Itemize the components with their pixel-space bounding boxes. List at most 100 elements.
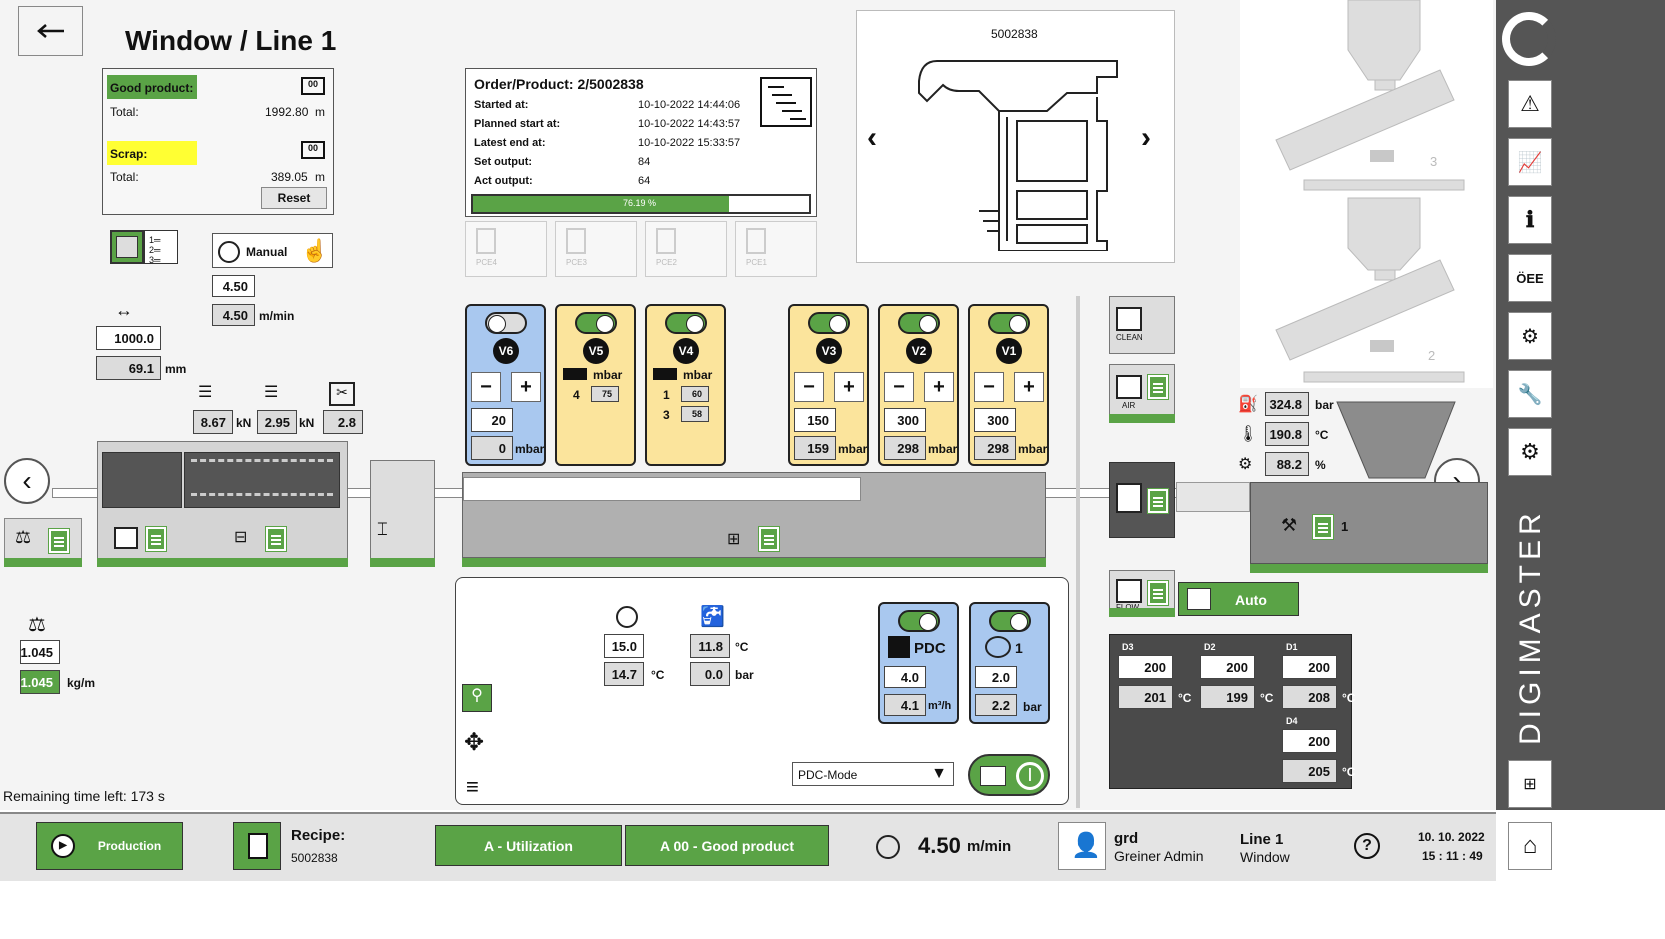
- trend-button[interactable]: 📈: [1508, 138, 1552, 186]
- auto-button[interactable]: Auto: [1178, 582, 1299, 616]
- document-icon[interactable]: [1147, 580, 1169, 606]
- d4-set-input[interactable]: 200: [1282, 729, 1337, 753]
- pdc-set-input[interactable]: 4.0: [884, 666, 926, 688]
- oee-button[interactable]: ÖEE: [1508, 254, 1552, 302]
- profile-next-button[interactable]: ›: [1141, 121, 1151, 154]
- vacuum-v3-set-input[interactable]: 150: [794, 408, 836, 432]
- weight-act-value: 1.045: [20, 670, 60, 694]
- recipe-button[interactable]: [233, 822, 281, 870]
- document-icon[interactable]: [265, 526, 287, 552]
- clean-unit[interactable]: CLEAN: [1109, 296, 1175, 354]
- pdc-toggle[interactable]: [898, 610, 940, 632]
- good-product-button[interactable]: A 00 - Good product: [625, 825, 829, 866]
- menu-icon[interactable]: ≡: [466, 774, 479, 799]
- help-button[interactable]: ?: [1354, 833, 1380, 859]
- vacuum-v1-panel: V1 − + 300 298 mbar: [968, 304, 1049, 466]
- pdc-power-button[interactable]: |: [968, 754, 1050, 796]
- good-total-value: 1992.80: [265, 105, 309, 119]
- gantt-icon[interactable]: [760, 77, 812, 127]
- machine-button[interactable]: ⚙: [1508, 312, 1552, 360]
- document-icon[interactable]: [1147, 488, 1169, 514]
- motor-icon: ⚙: [1238, 456, 1253, 473]
- air-label: AIR: [1122, 401, 1136, 410]
- vacuum-v2-set-input[interactable]: 300: [884, 408, 926, 432]
- vacuum-v4-toggle[interactable]: [665, 312, 707, 334]
- calibration-icon[interactable]: ⌶: [377, 519, 388, 539]
- vacuum-v2-toggle[interactable]: [898, 312, 940, 334]
- vacuum-v1-set-input[interactable]: 300: [974, 408, 1016, 432]
- document-icon[interactable]: [1147, 374, 1169, 400]
- recipe-label: Recipe:: [291, 827, 346, 844]
- settings-button[interactable]: ⚙: [1508, 428, 1552, 476]
- cooling-panel: 15.0 14.7 °C 🚰 11.8 °C 0.0 bar ⚲ ✥ ≡ PDC…: [455, 577, 1069, 805]
- vacuum-v1-act-value: 298: [974, 436, 1016, 460]
- press-icon: [566, 228, 586, 254]
- pce-button-pce2[interactable]: PCE2: [645, 221, 727, 277]
- document-icon[interactable]: [145, 526, 167, 552]
- back-button[interactable]: [18, 6, 83, 56]
- pce-button-pce1[interactable]: PCE1: [735, 221, 817, 277]
- vacuum-v6-minus[interactable]: −: [471, 372, 501, 402]
- speed-set-input[interactable]: 4.50: [212, 275, 255, 297]
- scrap-total-unit: m: [315, 170, 325, 184]
- vacuum-v6-toggle[interactable]: [485, 312, 527, 334]
- vacuum-v1-plus[interactable]: +: [1014, 372, 1044, 402]
- pump-set-input[interactable]: 2.0: [975, 666, 1017, 688]
- line-prev-button[interactable]: ‹: [4, 458, 50, 504]
- utilization-button[interactable]: A - Utilization: [435, 825, 622, 866]
- info-button[interactable]: ℹ: [1508, 196, 1552, 244]
- step-mode-button[interactable]: 1═2═3═: [144, 230, 178, 265]
- warning-button[interactable]: ⚠: [1508, 80, 1552, 128]
- machine-icon: ⚙: [1521, 325, 1539, 348]
- document-icon[interactable]: [758, 526, 780, 552]
- water-temp-set-input[interactable]: 15.0: [604, 634, 644, 658]
- pdc-mode-select[interactable]: PDC-Mode ▼: [792, 762, 954, 786]
- flow-icon: [1116, 579, 1142, 603]
- vacuum-v1-toggle[interactable]: [988, 312, 1030, 334]
- water-tap-button[interactable]: ⚲: [462, 684, 492, 712]
- service-button[interactable]: 🔧: [1508, 370, 1552, 418]
- vacuum-v2-plus[interactable]: +: [924, 372, 954, 402]
- extruder-icon[interactable]: ⚒: [1281, 515, 1298, 535]
- pump-toggle[interactable]: [989, 610, 1031, 632]
- good-total-label: Total:: [110, 105, 139, 119]
- d1-label: D1: [1286, 642, 1298, 652]
- order-row-label: Set output:: [474, 156, 533, 168]
- d2-set-input[interactable]: 200: [1200, 655, 1255, 679]
- force-1-value: 8.67: [193, 410, 233, 434]
- line-overview-button[interactable]: ⊞: [1508, 760, 1552, 808]
- vacuum-v6-plus[interactable]: +: [511, 372, 541, 402]
- document-icon[interactable]: [1312, 514, 1334, 540]
- user-icon: 👤: [1071, 832, 1101, 859]
- weight-set-input[interactable]: 1.045: [20, 640, 60, 664]
- extruder-number: 1: [1341, 519, 1349, 534]
- vacuum-v2-minus[interactable]: −: [884, 372, 914, 402]
- document-icon[interactable]: [48, 528, 70, 554]
- auto-mode-button[interactable]: [110, 230, 144, 264]
- d3-set-input[interactable]: 200: [1118, 655, 1173, 679]
- tank-icon[interactable]: ⊞: [727, 531, 741, 548]
- cut-length-set-input[interactable]: 1000.0: [96, 326, 161, 350]
- vacuum-v5-toggle[interactable]: [575, 312, 617, 334]
- production-button[interactable]: ▶ Production: [36, 822, 183, 870]
- extruder-status: [1250, 564, 1488, 573]
- vacuum-v1-minus[interactable]: −: [974, 372, 1004, 402]
- pce-button-pce4[interactable]: PCE4: [465, 221, 547, 277]
- manual-button[interactable]: Manual ☝: [212, 233, 333, 268]
- move-icon[interactable]: ✥: [464, 729, 485, 756]
- home-button[interactable]: ⌂: [1508, 822, 1552, 870]
- pce-button-pce3[interactable]: PCE3: [555, 221, 637, 277]
- vacuum-v3-plus[interactable]: +: [834, 372, 864, 402]
- profile-prev-button[interactable]: ‹: [867, 121, 877, 154]
- vacuum-v3-toggle[interactable]: [808, 312, 850, 334]
- user-button[interactable]: 👤: [1058, 822, 1106, 870]
- puller-icon[interactable]: ⊟: [234, 529, 248, 546]
- d1-set-input[interactable]: 200: [1282, 655, 1337, 679]
- vacuum-v6-set-input[interactable]: 20: [471, 408, 513, 432]
- speedometer-icon: [876, 835, 900, 859]
- vacuum-tank: ⊞: [462, 472, 1046, 558]
- reset-button[interactable]: Reset: [261, 187, 327, 209]
- saw-icon[interactable]: [114, 527, 138, 549]
- vacuum-v3-minus[interactable]: −: [794, 372, 824, 402]
- die-unit[interactable]: [1109, 462, 1175, 538]
